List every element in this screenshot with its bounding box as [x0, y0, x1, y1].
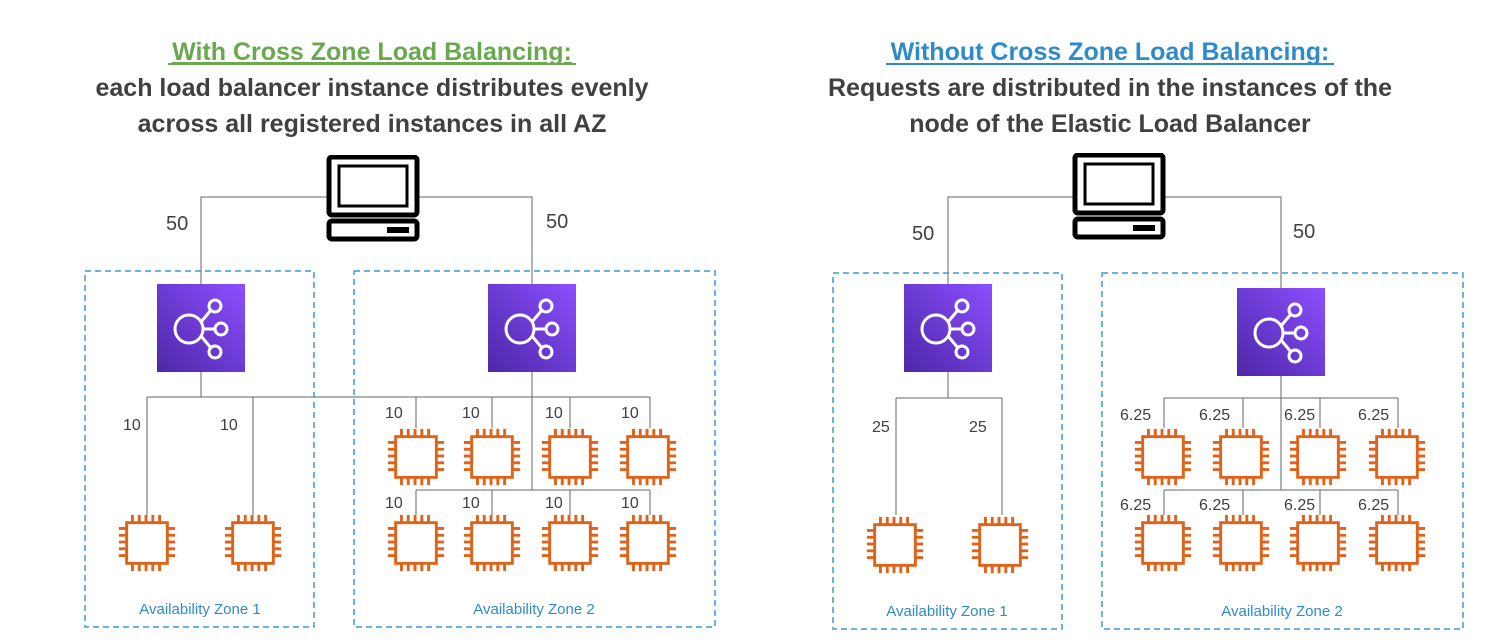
ec2-instance-icon — [618, 427, 678, 487]
right-az2-load-balancer-icon — [1237, 288, 1325, 376]
client-computer-icon — [329, 157, 417, 239]
left-subtitle-line1: each load balancer instance distributes … — [96, 74, 649, 102]
left-az2-top-weight: 10 — [462, 405, 480, 422]
right-heading: Without Cross Zone Load Balancing: — [891, 38, 1330, 66]
left-availability-zone-1-box — [84, 270, 315, 628]
left-az2-bottom-weight: 10 — [621, 495, 639, 512]
left-connections — [146, 196, 651, 515]
ec2-instance-icon — [462, 513, 522, 573]
right-az2-bottom-weight: 6.25 — [1199, 497, 1230, 514]
left-az1-load-balancer-icon — [157, 284, 245, 372]
left-az1-weight: 10 — [220, 417, 238, 434]
ec2-instance-icon — [1133, 427, 1193, 487]
left-az2-top-weight: 10 — [385, 405, 403, 422]
ec2-instance-icon — [540, 427, 600, 487]
right-az2-top-weight: 6.25 — [1284, 407, 1315, 424]
right-connections — [895, 196, 1399, 515]
left-availability-zone-2-box — [353, 270, 716, 628]
left-client-weight-az1: 50 — [166, 213, 188, 235]
right-az2-top-weight: 6.25 — [1358, 407, 1389, 424]
right-az2-bottom-weight: 6.25 — [1358, 497, 1389, 514]
ec2-instance-icon — [1288, 513, 1348, 573]
ec2-instance-icon — [1211, 427, 1271, 487]
ec2-instance-icon — [970, 515, 1030, 575]
client-computer-icon — [1075, 155, 1163, 237]
ec2-instance-icon — [1288, 427, 1348, 487]
left-az2-label: Availability Zone 2 — [473, 601, 594, 618]
ec2-instance-icon — [1133, 513, 1193, 573]
left-az2-bottom-weight: 10 — [385, 495, 403, 512]
right-client-weight-az2: 50 — [1293, 221, 1315, 243]
ec2-instance-icon — [386, 427, 446, 487]
right-az2-bottom-weight: 6.25 — [1284, 497, 1315, 514]
right-az2-bottom-weight: 6.25 — [1120, 497, 1151, 514]
ec2-instance-icon — [618, 513, 678, 573]
right-panel: Without Cross Zone Load Balancing: Reque… — [828, 38, 1464, 630]
right-availability-zone-2-box — [1101, 272, 1464, 630]
left-az2-bottom-weight: 10 — [545, 495, 563, 512]
ec2-instance-icon — [1211, 513, 1271, 573]
left-az2-top-weight: 10 — [545, 405, 563, 422]
right-az1-weight: 25 — [872, 419, 890, 436]
right-az1-load-balancer-icon — [904, 284, 992, 372]
ec2-instance-icon — [540, 513, 600, 573]
left-client-weight-az2: 50 — [546, 211, 568, 233]
right-client-weight-az1: 50 — [912, 223, 934, 245]
right-az1-label: Availability Zone 1 — [886, 603, 1007, 620]
ec2-instance-icon — [223, 513, 283, 573]
right-availability-zone-1-box — [832, 272, 1063, 630]
right-subtitle-line1: Requests are distributed in the instance… — [828, 74, 1392, 102]
ec2-instance-icon — [1367, 427, 1427, 487]
ec2-instance-icon — [462, 427, 522, 487]
ec2-instance-icon — [386, 513, 446, 573]
left-az1-weight: 10 — [123, 417, 141, 434]
right-az2-label: Availability Zone 2 — [1221, 603, 1342, 620]
right-az1-weight: 25 — [969, 419, 987, 436]
right-subtitle-line2: node of the Elastic Load Balancer — [909, 110, 1311, 138]
right-az2-top-weight: 6.25 — [1199, 407, 1230, 424]
left-panel: With Cross Zone Load Balancing: each loa… — [84, 38, 716, 628]
right-az2-top-weight: 6.25 — [1120, 407, 1151, 424]
ec2-instance-icon — [865, 515, 925, 575]
ec2-instance-icon — [117, 513, 177, 573]
ec2-instance-icon — [1367, 513, 1427, 573]
left-az1-label: Availability Zone 1 — [139, 601, 260, 618]
left-heading: With Cross Zone Load Balancing: — [172, 38, 572, 66]
left-az2-top-weight: 10 — [621, 405, 639, 422]
left-az2-bottom-weight: 10 — [462, 495, 480, 512]
left-az2-load-balancer-icon — [488, 284, 576, 372]
left-subtitle-line2: across all registered instances in all A… — [138, 110, 607, 138]
